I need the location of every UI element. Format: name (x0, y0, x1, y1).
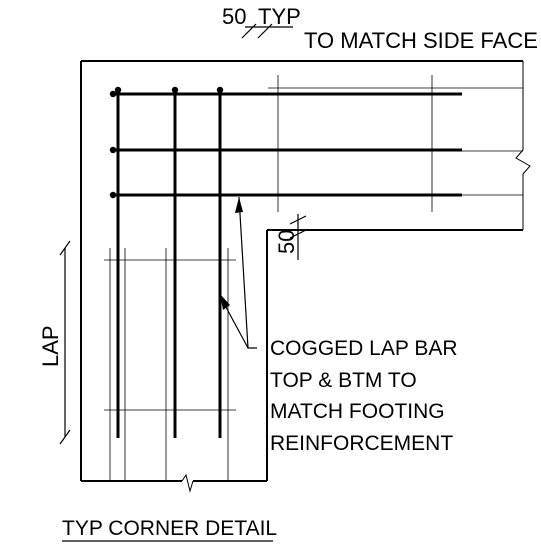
inner-corner-value: 50 (274, 230, 299, 254)
vertical-bars (116, 90, 222, 438)
lap-dimension: LAP (38, 240, 71, 445)
top-typ-note: TO MATCH SIDE FACE (304, 28, 538, 53)
horizontal-bars (113, 92, 462, 197)
lap-label: LAP (38, 325, 63, 367)
bar-dots (109, 86, 224, 199)
bottom-break-line (181, 473, 194, 493)
bar-dot (171, 86, 179, 94)
inner-corner-dimension: 50 (274, 214, 307, 260)
concrete-outline (80, 60, 523, 482)
reinforcement-note: COGGED LAP BAR TOP & BTM TO MATCH FOOTIN… (270, 337, 458, 455)
note-line-4: REINFORCEMENT (270, 432, 453, 455)
bar-dot (109, 146, 117, 154)
bar-dot (109, 191, 117, 199)
bar-dot (109, 90, 117, 98)
note-line-1: COGGED LAP BAR (270, 337, 458, 360)
bar-dot (114, 86, 122, 94)
top-typ-value: 50 (222, 4, 246, 29)
right-break-line (515, 61, 531, 230)
break-lines (181, 61, 531, 493)
note-leaders (219, 196, 257, 349)
note-line-3: MATCH FOOTING (270, 400, 445, 423)
detail-title: TYP CORNER DETAIL (62, 517, 277, 542)
detail-title-text: TYP CORNER DETAIL (62, 517, 277, 540)
top-typ-suffix: TYP (258, 4, 301, 29)
note-line-2: TOP & BTM TO (270, 369, 417, 392)
top-typ-dimension: 50 TYP TO MATCH SIDE FACE (222, 4, 538, 53)
bar-dot (216, 86, 224, 94)
